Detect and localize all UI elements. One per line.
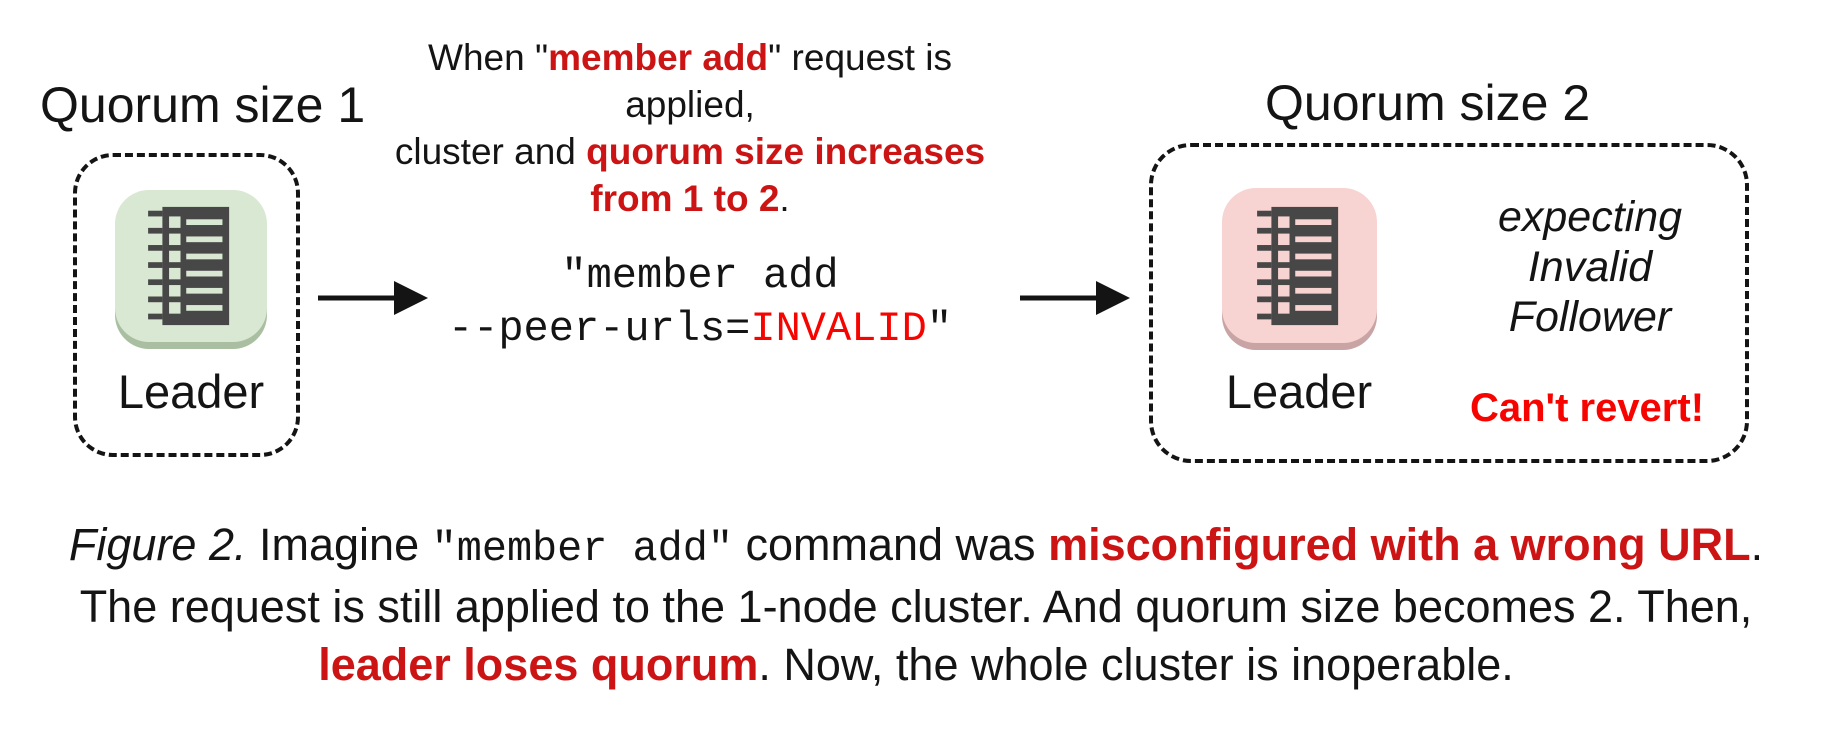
right-cluster-boundary [1149,143,1749,463]
expecting-invalid-follower-text: expecting Invalid Follower [1440,192,1740,342]
left-cluster-boundary [73,153,300,457]
annotation-line-2: cluster and quorum size increases [394,131,986,172]
figure-caption: Figure 2. Imagine "member add" command w… [0,516,1832,694]
command-line-1: "member add [561,252,839,300]
annotation-text: When "member add" request is applied, cl… [390,34,990,222]
server-icon [1256,206,1338,325]
annotation-line-1: When "member add" request is applied, [428,37,952,125]
arrow-command-to-right-icon [1020,278,1130,318]
leader-node-pink [1222,188,1377,343]
expecting-line-3: Follower [1508,293,1672,341]
server-icon [148,206,230,326]
annotation-line-3: from 1 to 2. [590,178,790,219]
right-leader-label: Leader [1225,365,1373,418]
expecting-line-2: Invalid [1527,243,1653,291]
caption-line-3: leader loses quorum. Now, the whole clus… [318,639,1514,690]
caption-line-1: Figure 2. Imagine "member add" command w… [68,519,1764,573]
left-leader-label: Leader [117,365,265,418]
expecting-line-1: expecting [1497,193,1683,241]
leader-node-green [115,190,267,342]
caption-line-2: The request is still applied to the 1-no… [79,581,1753,632]
cant-revert-warning: Can't revert! [1469,386,1705,430]
left-cluster-title: Quorum size 1 [40,77,366,133]
member-add-command: "member add --peer-urls=INVALID" [420,250,980,356]
right-cluster-title: Quorum size 2 [1265,75,1591,131]
arrow-left-to-command-icon [318,278,428,318]
command-line-2: --peer-urls=INVALID" [447,305,953,353]
